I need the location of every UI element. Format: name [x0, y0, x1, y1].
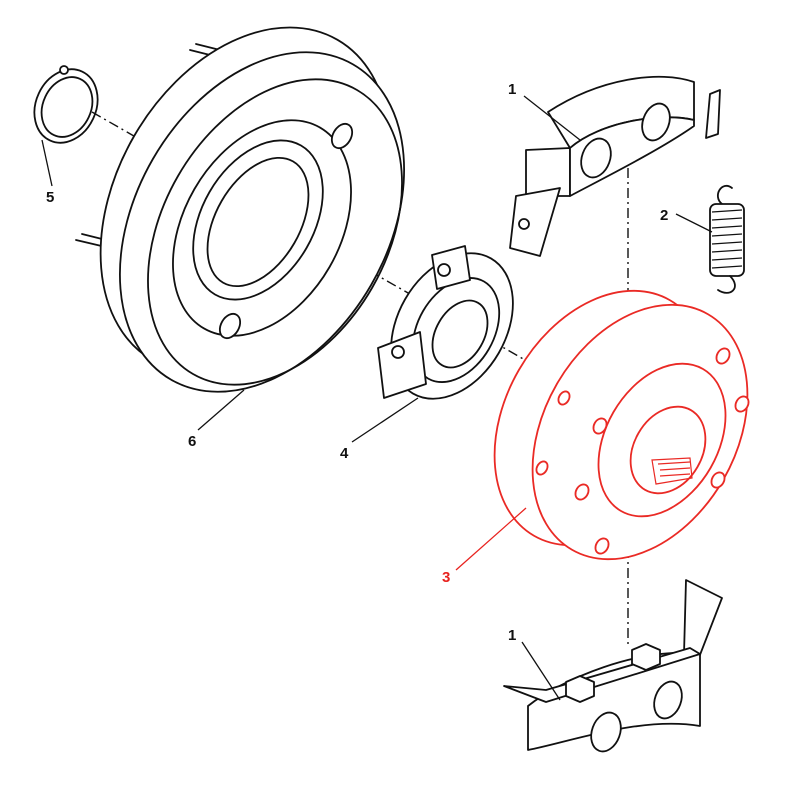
callout-1-bottom: 1	[508, 627, 516, 644]
callout-4: 4	[340, 445, 349, 462]
part-5-snap-ring[interactable]	[23, 59, 109, 153]
part-1-brake-shoe-bottom[interactable]	[503, 579, 723, 756]
part-4-bearing[interactable]	[366, 231, 538, 420]
part-2-spring[interactable]	[709, 185, 745, 294]
part-1-brake-shoe-top[interactable]	[509, 75, 721, 257]
callout-1-top: 1	[508, 81, 516, 98]
callout-labels: 1 2 3 4 5 6 1	[46, 81, 668, 644]
part-3-hub-flange[interactable]	[451, 252, 791, 598]
callout-2: 2	[660, 207, 668, 224]
callout-5: 5	[46, 189, 54, 206]
leader-lines	[41, 95, 713, 701]
part-6-brake-drum[interactable]	[42, 0, 462, 443]
callout-3: 3	[442, 569, 450, 586]
callout-6: 6	[188, 433, 196, 450]
